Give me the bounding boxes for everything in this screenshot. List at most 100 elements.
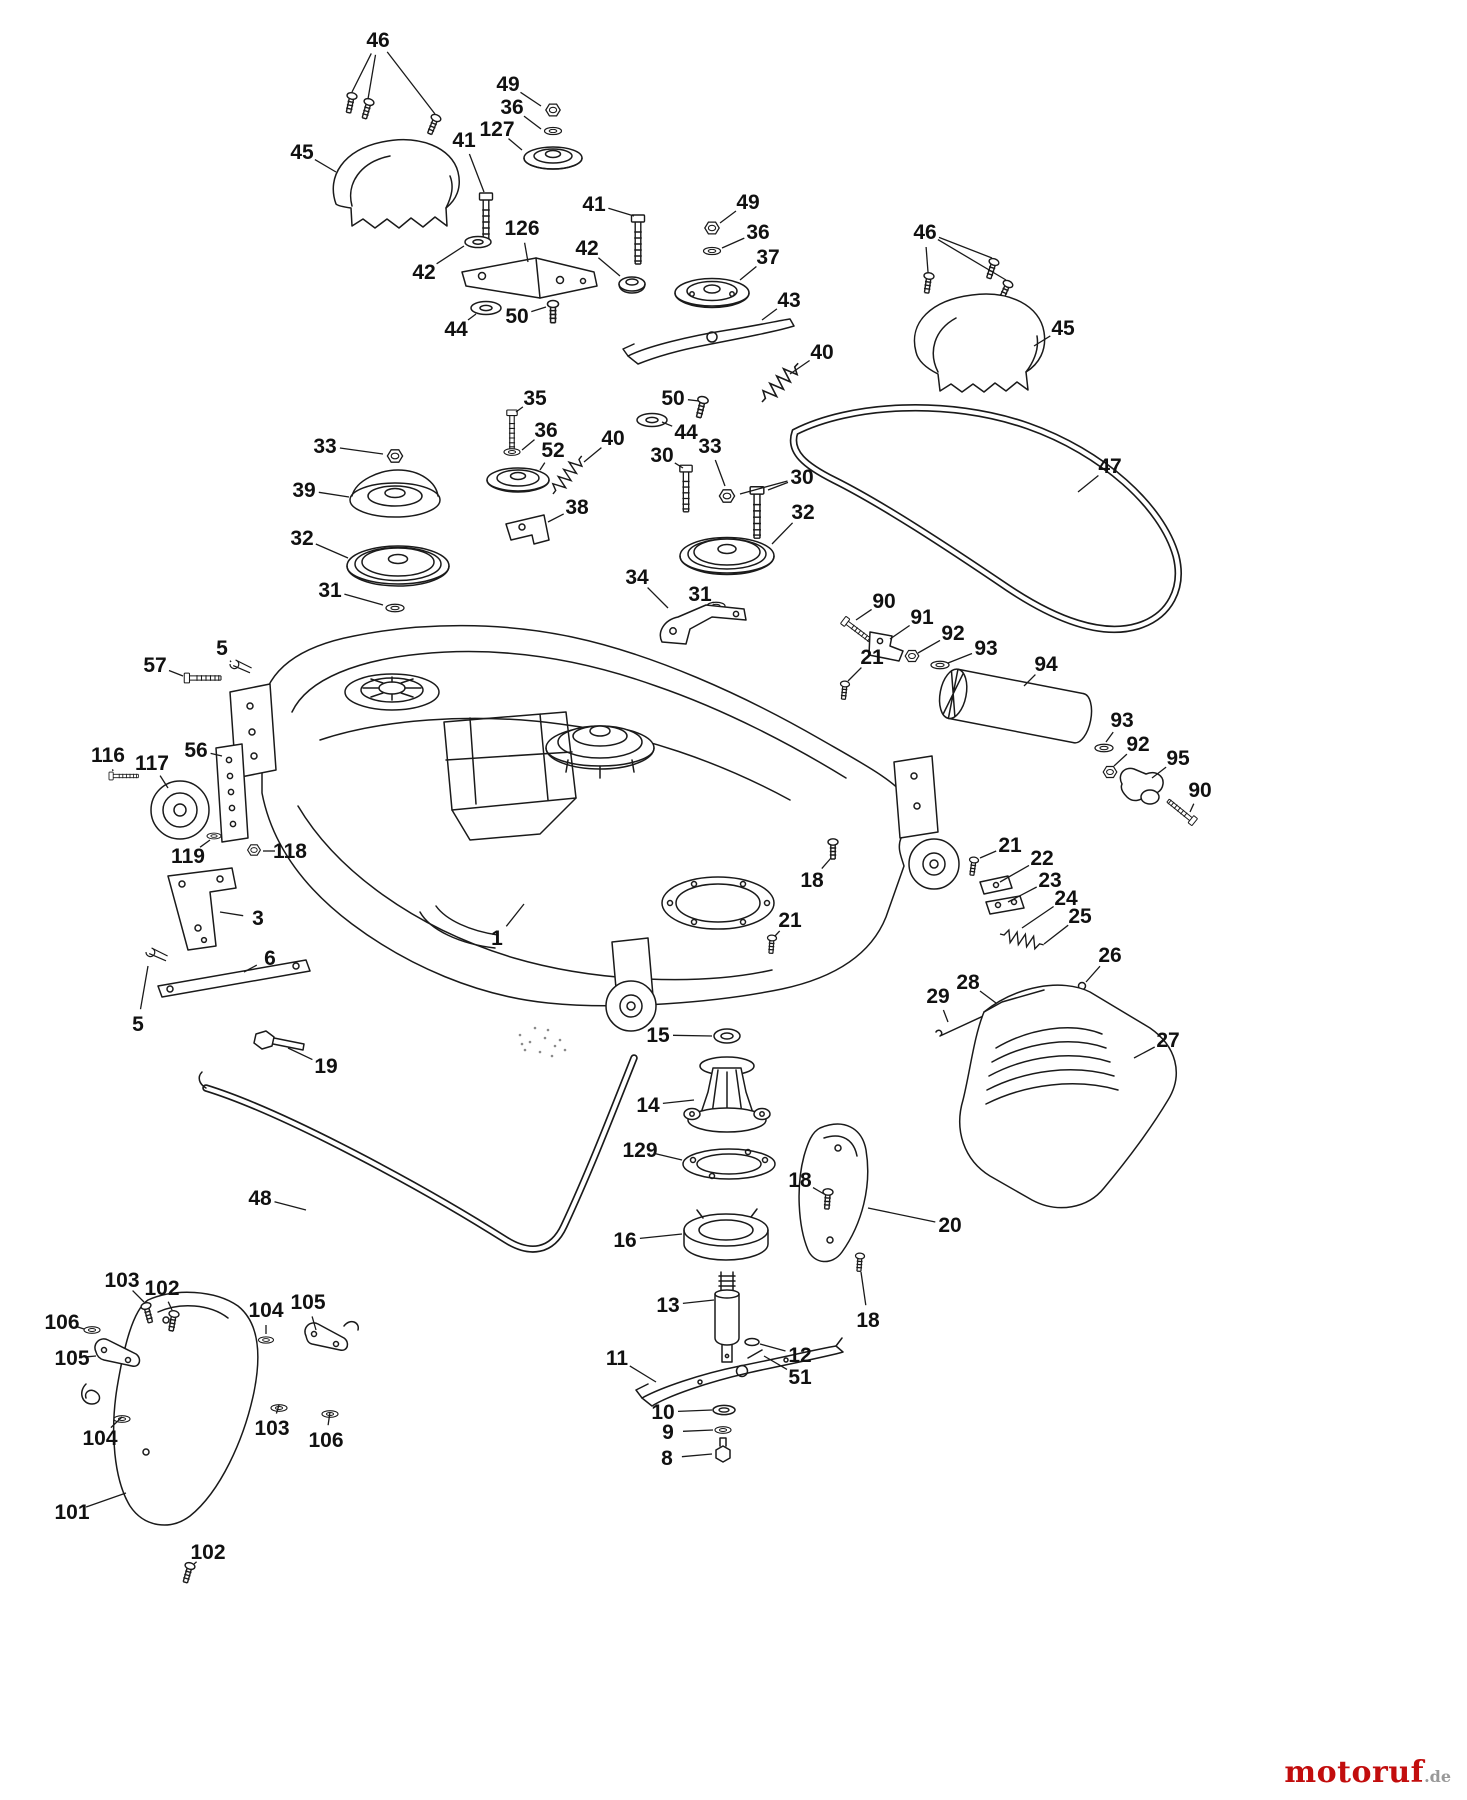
- nut-33-right: [718, 489, 736, 503]
- part-label-38: 38: [565, 496, 589, 519]
- part-label-116: 116: [91, 744, 125, 767]
- washer-42-left: [464, 235, 492, 249]
- leader-line-36: [523, 115, 542, 130]
- part-label-44: 44: [674, 421, 698, 444]
- part-label-18: 18: [856, 1309, 880, 1332]
- leader-line-50: [531, 306, 547, 313]
- deck-opening-partial: [419, 905, 499, 949]
- part-label-47: 47: [1098, 455, 1121, 478]
- leader-line-40: [789, 359, 810, 375]
- leader-line-46: [351, 53, 372, 93]
- idler-pulley-52: [486, 467, 550, 493]
- leader-line-129: [654, 1152, 683, 1161]
- label-layer: 4649361274541421264142445049363743404645…: [44, 29, 1212, 1565]
- leader-line-31: [344, 593, 384, 606]
- part-label-90: 90: [1188, 779, 1211, 802]
- leader-line-38: [547, 513, 564, 523]
- leader-line-47: [1077, 474, 1099, 493]
- deck-bracket-right: [893, 755, 939, 839]
- leader-line-49: [719, 210, 737, 224]
- part-label-21: 21: [860, 646, 884, 669]
- leader-line-25: [1043, 924, 1069, 945]
- part-label-6: 6: [264, 947, 276, 970]
- part-label-41: 41: [582, 193, 606, 216]
- leader-line-48: [274, 1201, 307, 1211]
- part-label-94: 94: [1034, 653, 1058, 676]
- leader-line-116: [111, 769, 114, 772]
- leader-line-46: [937, 239, 1007, 281]
- idler-pulley-37: [674, 277, 750, 309]
- part-label-37: 37: [756, 246, 779, 269]
- bracket-3: [167, 867, 237, 951]
- leader-line-51: [763, 1355, 788, 1370]
- mower-deck-housing: [229, 624, 960, 1032]
- leader-line-31: [712, 601, 715, 604]
- leader-line-21: [774, 930, 781, 937]
- part-label-5: 5: [132, 1013, 144, 1036]
- deflector-hardware: [81, 1300, 359, 1585]
- leader-line-46: [386, 51, 436, 115]
- leader-line-19: [287, 1047, 313, 1061]
- bracket-38: [505, 514, 550, 545]
- leader-line-33: [339, 447, 384, 455]
- part-label-24: 24: [1054, 887, 1078, 910]
- part-label-23: 23: [1038, 869, 1061, 892]
- pulley-cover-39: [349, 469, 441, 518]
- part-label-43: 43: [777, 289, 800, 312]
- spring-40-right: [756, 357, 805, 408]
- screws-46-left: [342, 91, 443, 137]
- drive-belt-48: [198, 1054, 638, 1253]
- part-label-32: 32: [290, 527, 313, 550]
- part-label-102: 102: [190, 1541, 225, 1564]
- roller-hardware-right: [1094, 743, 1199, 827]
- part-label-5: 5: [216, 637, 228, 660]
- leader-line-49: [520, 91, 542, 107]
- part-label-3: 3: [252, 907, 264, 930]
- leader-line-56: [210, 752, 223, 757]
- part-label-105: 105: [290, 1291, 325, 1314]
- part-label-50: 50: [661, 387, 684, 410]
- part-label-106: 106: [44, 1311, 79, 1334]
- cotter-pin-5-lower: [145, 947, 169, 962]
- leader-line-37: [739, 265, 757, 281]
- diagram-art: [81, 91, 1199, 1585]
- leader-line-46: [367, 54, 377, 100]
- part-label-101: 101: [54, 1501, 89, 1524]
- bolt-8: [715, 1437, 731, 1463]
- washer-36-right: [702, 246, 722, 256]
- leader-line-32: [771, 522, 794, 545]
- leader-line-10: [677, 1409, 713, 1413]
- part-label-45: 45: [290, 141, 314, 164]
- part-label-34: 34: [625, 566, 649, 589]
- part-label-15: 15: [646, 1024, 670, 1047]
- roller-94: [938, 668, 1093, 744]
- leader-line-46: [925, 246, 929, 273]
- leader-line-13: [682, 1299, 715, 1305]
- bracket-34: [659, 604, 747, 645]
- nut-49-right: [704, 221, 720, 235]
- leader-line-26: [1085, 965, 1101, 983]
- leader-line-30: [674, 462, 684, 469]
- leader-line-18: [860, 1271, 867, 1306]
- screw-18-lower: [853, 1252, 866, 1273]
- bracket-126: [461, 257, 598, 299]
- part-label-105: 105: [54, 1347, 89, 1370]
- leader-line-57: [168, 669, 184, 677]
- drive-belt-47: [789, 404, 1182, 634]
- leader-line-119: [199, 839, 211, 848]
- leader-line-46: [938, 236, 993, 259]
- leader-line-1: [505, 903, 525, 927]
- washer-10: [712, 1404, 736, 1416]
- part-label-119: 119: [171, 845, 205, 868]
- leader-line-30: [739, 480, 788, 495]
- leader-line-15: [672, 1034, 713, 1037]
- leader-line-24: [1021, 905, 1054, 929]
- part-label-45: 45: [1051, 317, 1075, 340]
- hanger-hardware-left: [183, 659, 253, 684]
- part-label-49: 49: [736, 191, 759, 214]
- leader-line-101: [85, 1492, 127, 1508]
- leader-line-92: [917, 639, 941, 654]
- part-label-46: 46: [366, 29, 389, 52]
- spindle-hub-center: [545, 725, 655, 779]
